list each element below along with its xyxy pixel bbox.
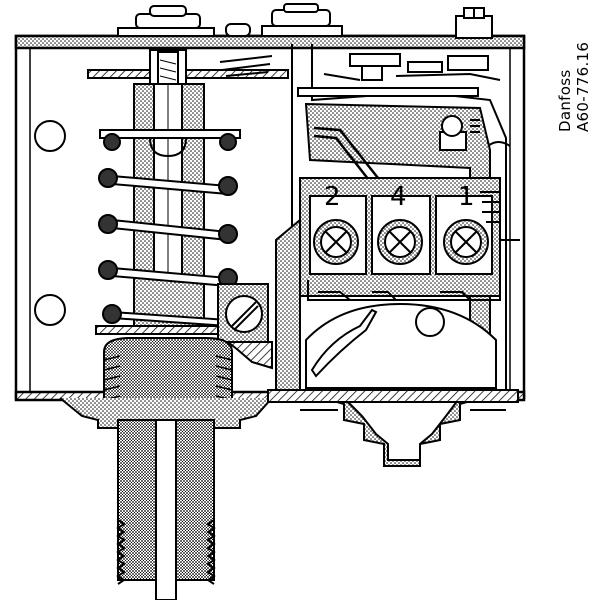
snap-mechanism (305, 280, 501, 389)
top-small-screw (225, 23, 251, 37)
terminal-screw-2 (313, 219, 359, 265)
pressure-connection-stem (116, 419, 216, 600)
range-indicator (439, 115, 520, 241)
terminal-label-1: 1 (458, 182, 475, 212)
upper-support-plate (87, 55, 289, 79)
top-hex-nut-middle (261, 3, 343, 37)
terminal-label-4: 4 (390, 182, 407, 212)
terminal-screw-4 (377, 219, 423, 265)
switch-sensor-bellows (329, 391, 475, 467)
terminal-screw-1 (443, 219, 489, 265)
top-right-terminal-screw (455, 7, 493, 39)
upper-adjust-mechanism (323, 53, 501, 81)
terminal-label-2: 2 (324, 182, 341, 212)
mounting-hole-lower (34, 294, 66, 326)
range-spring (98, 133, 238, 328)
brand-caption: Danfoss (556, 70, 574, 132)
right-base (267, 389, 519, 411)
spring-bottom-plate (95, 325, 237, 335)
differential-adjust-screw (217, 283, 273, 370)
drawing-code-caption: A60-776.16 (574, 42, 592, 132)
top-hex-nut-left (117, 5, 215, 37)
mounting-hole-upper (34, 120, 66, 152)
spring-top-plate (99, 129, 241, 158)
